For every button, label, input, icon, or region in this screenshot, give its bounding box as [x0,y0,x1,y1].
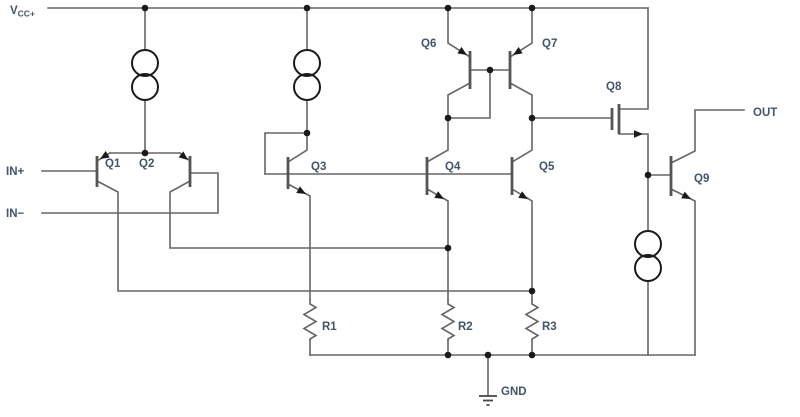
q8-drain-wire [618,7,649,110]
current-source-2-circle-bottom [293,73,321,101]
gnd-label: GND [501,386,527,398]
wires [41,7,745,356]
q1-label: Q1 [105,158,121,170]
q5-emitter-wire [510,187,533,301]
q5-label: Q5 [539,161,555,173]
r1-label: R1 [322,321,337,333]
q9-collector-out-wire [669,109,745,165]
q7-emitter-wire [508,7,533,59]
vcc-label: VCC+ [10,5,35,19]
q5-emitter-arrow [518,191,528,199]
labels: VCC+ IN+ IN− OUT GND Q1 Q2 Q3 Q4 Q5 Q6 Q… [6,5,777,398]
resistor-r1-zigzag [302,299,318,341]
junction-dot [484,351,492,359]
emitter-arrows [100,46,691,199]
q7-collector-wire [508,81,533,119]
junction-dot [303,4,311,12]
junction-dot [528,4,536,12]
junction-dot [528,287,536,295]
q7-label: Q7 [542,38,557,50]
junction-dot [444,351,452,359]
junction-dot [444,4,452,12]
q8-label: Q8 [606,81,622,93]
junction-dot [303,129,311,137]
junction-dot [444,244,452,252]
in-plus-label: IN+ [6,166,25,178]
q2-emitter-arrow [178,151,188,160]
junction-dot [486,66,494,74]
q1-collector-wire [95,179,533,292]
q9-emitter-arrow [681,191,691,199]
junction-dot [644,171,652,179]
q4-emitter-arrow [434,191,444,199]
junction-dots [141,4,652,359]
q6-emitter-wire [447,7,472,59]
junction-dot [528,114,536,122]
q5-collector-wire [510,117,533,164]
q2-label: Q2 [139,158,154,170]
current-source-2 [293,49,321,101]
resistors [302,299,540,341]
q6-emitter-arrow [457,46,467,55]
current-source-1-circle-bottom [131,73,159,101]
current-sources [131,49,662,282]
current-source-2-circle-top [293,49,321,77]
in-minus-q2-base-wire [41,172,219,214]
junction-dot [141,4,149,12]
ground-symbol [479,354,497,406]
transistor-bars [95,51,673,196]
q6-collector-wire [447,81,472,119]
q4-collector-wire [425,117,449,164]
q4-emitter-wire [425,187,449,301]
r3-label: R3 [542,321,557,333]
out-label: OUT [753,107,777,119]
q6-label: Q6 [421,38,436,50]
q3-emitter-arrow [296,186,306,194]
resistor-r3-zigzag [524,299,540,341]
q8-source-wire [618,133,649,176]
resistor-r2-zigzag [440,299,456,341]
q1-emitter-arrow [100,151,110,159]
junction-dot [141,149,149,157]
q9-emitter-wire [669,187,696,356]
current-source-3 [634,230,662,282]
q2-collector-wire [169,179,449,249]
junction-dot [444,114,452,122]
junction-dot [528,351,536,359]
in-minus-label: IN− [6,208,25,220]
q8-source-arrow [634,130,643,138]
r2-label: R2 [458,321,473,333]
current-source-3-circle-top [634,230,662,258]
q3-label: Q3 [311,161,326,173]
q3-collector-wire [286,132,308,164]
mirror-base-tie-wire [447,69,491,119]
q3-emitter-wire [286,182,311,301]
current-source-3-circle-bottom [634,254,662,282]
current-source-1-circle-top [131,49,159,77]
q9-label: Q9 [694,173,709,185]
current-source-1 [131,49,159,101]
q3-diode-loop-wire [264,132,308,175]
q7-emitter-arrow [513,46,523,55]
q4-label: Q4 [445,161,461,173]
